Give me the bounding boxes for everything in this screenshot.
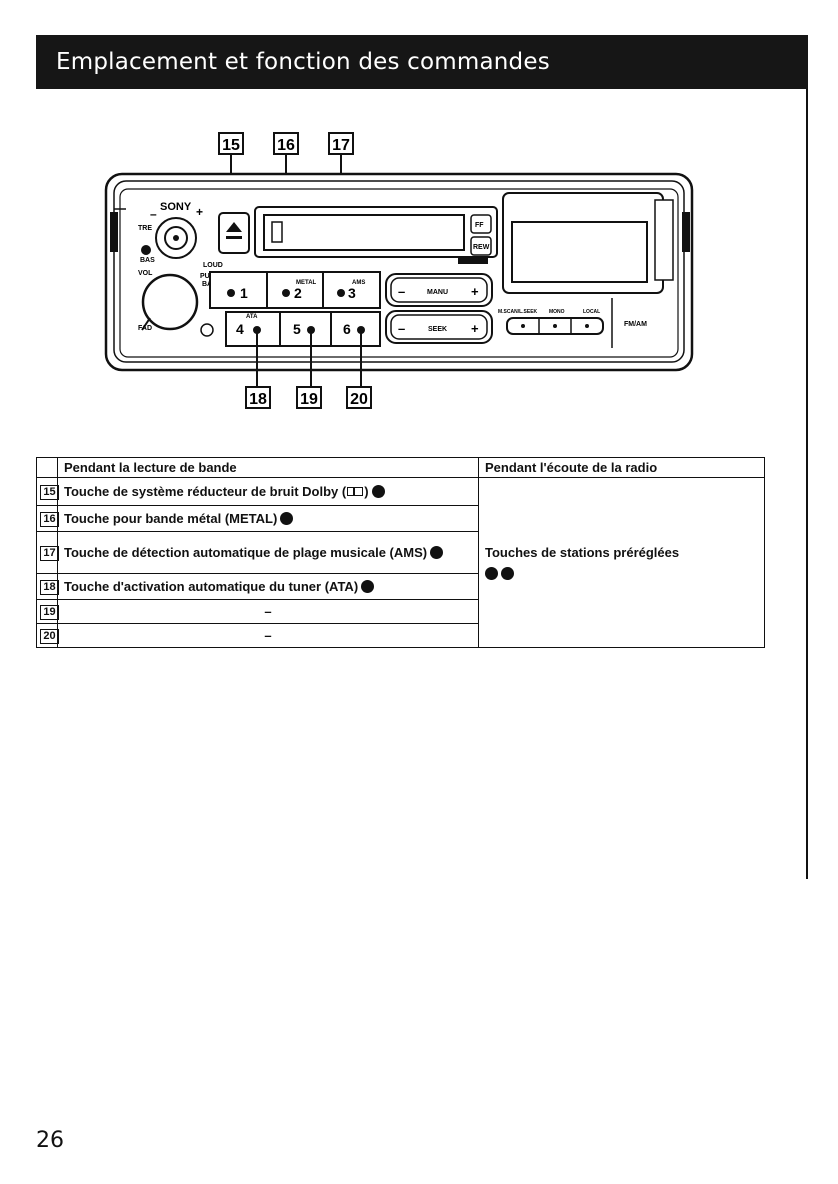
reference-dot-icon [361,580,375,593]
reference-dot-icon [280,512,294,525]
ff-label: FF [475,222,484,229]
seek-minus: – [398,321,405,336]
row-text: Touche pour bande métal (METAL) [64,511,278,526]
radio-cell: Touches de stations préréglées [478,477,765,648]
reference-dot-icon [430,546,444,559]
callout-19-label: 19 [300,391,318,408]
ata-label: ATA [246,314,258,320]
row-text: – [57,623,479,648]
table-header-row: Pendant la lecture de bande Pendant l'éc… [36,457,765,478]
row-number: 16 [40,512,59,527]
callout-18: 18 [245,386,271,409]
page-edge-rule [806,89,808,879]
header-radio-reception: Pendant l'écoute de la radio [478,457,765,478]
label-bas: BAS [140,257,155,264]
row-text-end: ) [364,484,369,499]
brand-logo: SONY [160,201,192,213]
callout-20-label: 20 [350,391,368,408]
display-window [511,221,648,283]
header-tape-playback: Pendant la lecture de bande [57,457,479,478]
reference-dot-icon [501,566,514,580]
seek-label: SEEK [428,326,447,333]
power-icon [200,323,214,337]
row-text: – [57,599,479,624]
row-text: Touche d'activation automatique du tuner… [64,579,359,594]
local-label: LOCAL [583,309,600,315]
label-tre: TRE [138,225,152,232]
fmam-label: FM/AM [624,321,647,328]
manu-label: MANU [427,289,448,296]
band-label: M.SCAN/L.SEEK [498,309,538,315]
tone-plus-mark: + [196,205,203,219]
section-title: Emplacement et fonction des commandes [36,35,808,89]
radio-preset-text: Touches de stations préréglées [485,544,680,560]
callout-18-label: 18 [249,391,267,408]
preset-2-label: 2 [294,285,302,301]
reference-dot-icon [371,485,385,498]
page-number: 26 [36,1128,64,1153]
dolby-icon [347,487,364,496]
label-loud: LOUD [203,262,223,269]
row-text: Touche de détection automatique de plage… [64,545,428,560]
row-number: 15 [40,485,59,500]
callout-17-label: 17 [332,137,350,154]
preset-row-top [209,271,381,309]
preset-6-label: 6 [343,321,351,337]
preset-4-label: 4 [236,321,244,337]
callout-15: 15 [218,132,244,155]
preset-1-label: 1 [240,285,248,301]
reference-dot-icon [485,566,498,580]
controls-function-table: Pendant la lecture de bande Pendant l'éc… [36,457,765,648]
table-row: 18 Touche d'activation automatique du tu… [36,573,765,600]
callout-17: 17 [328,132,354,155]
right-release-tab [682,212,690,252]
callout-20: 20 [346,386,372,409]
ff-button [470,214,492,234]
tone-minus-mark: – [150,207,157,221]
left-release-tab [110,212,118,252]
callout-16: 16 [273,132,299,155]
table-row: 17 Touche de détection automatique de pl… [36,531,765,574]
preset-3-label: 3 [348,285,356,301]
seek-plus: + [471,321,479,336]
table-row: 20 – [36,623,765,648]
manu-minus: – [398,284,405,299]
rew-label: REW [473,244,490,251]
row-number: 19 [40,605,59,620]
ams-label: AMS [352,280,365,286]
rew-button [470,236,492,256]
row-number: 18 [40,580,59,595]
callout-19: 19 [296,386,322,409]
row-number: 17 [40,546,59,561]
preset-row-bottom [225,311,381,347]
callout-15-label: 15 [222,137,240,154]
cassette-slot [263,214,465,251]
mono-label: MONO [549,309,565,315]
manu-plus: + [471,284,479,299]
row-number: 20 [40,629,59,644]
eject-icon [226,222,242,232]
car-stereo-diagram: 15 16 17 SONY – + TRE BAS LOUD VOL PULL … [104,132,694,409]
eject-button [218,212,250,254]
preset-5-label: 5 [293,321,301,337]
table-row: 16 Touche pour bande métal (METAL) [36,505,765,532]
row-text: Touche de système réducteur de bruit Dol… [64,484,347,499]
table-row: 15 Touche de système réducteur de bruit … [36,477,765,648]
callout-16-label: 16 [277,137,295,154]
label-vol: VOL [138,270,153,277]
label-fad: FAD [138,325,152,332]
volume-knob [141,273,199,331]
metal-label: METAL [296,280,317,286]
